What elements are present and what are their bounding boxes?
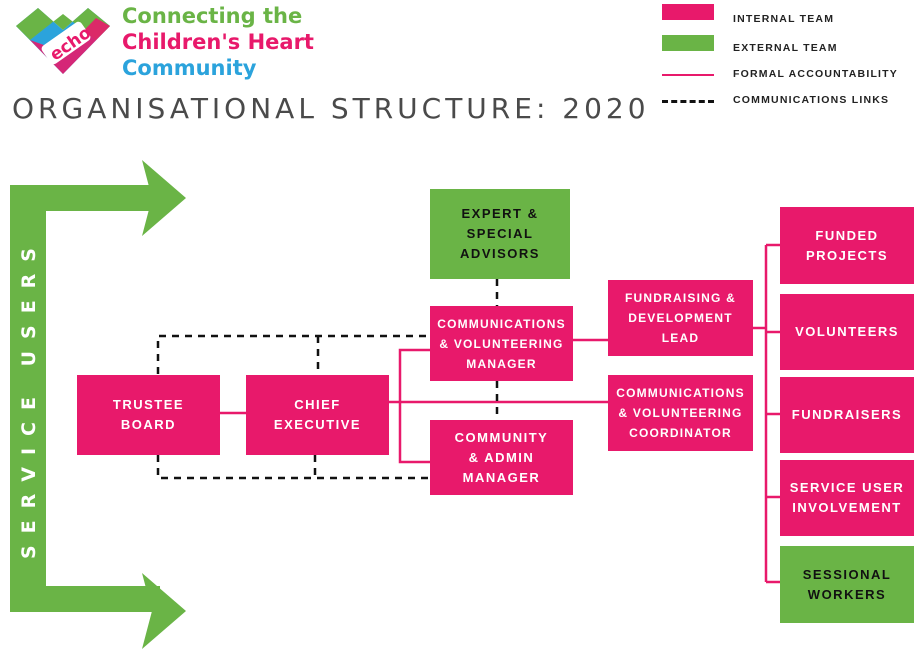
legend-comms-label: COMMUNICATIONS LINKS [733,94,890,106]
legend-external-label: EXTERNAL TEAM [733,42,838,54]
service-users-arrow [10,160,186,649]
comms-manager-box: COMMUNICATIONS & VOLUNTEERING MANAGER [430,306,573,381]
logo-line-3: Community [122,56,257,80]
communications-links [156,279,499,480]
heart-logo-icon [16,8,110,74]
service-users-label: SERVICE USERS [18,236,40,559]
logo: echo [8,4,118,80]
legend-formal-label: FORMAL ACCOUNTABILITY [733,68,898,80]
funded-projects-box: FUNDED PROJECTS [780,207,914,284]
expert-advisors-box: EXPERT & SPECIAL ADVISORS [430,189,570,279]
formal-accountability-lines [220,243,780,584]
legend-formal-line [662,74,714,76]
page-title: ORGANISATIONAL STRUCTURE: 2020 [12,92,650,125]
service-users-text: SERVICE USERS [18,236,40,560]
logo-line-1: Connecting the [122,4,303,28]
comms-coordinator-box: COMMUNICATIONS & VOLUNTEERING COORDINATO… [608,375,753,451]
community-manager-box: COMMUNITY & ADMIN MANAGER [430,420,573,495]
legend-external-swatch [662,35,714,51]
volunteers-box: VOLUNTEERS [780,294,914,370]
service-user-involvement-box: SERVICE USER INVOLVEMENT [780,460,914,536]
trustee-board-box: TRUSTEE BOARD [77,375,220,455]
sessional-workers-box: SESSIONAL WORKERS [780,546,914,623]
legend-internal-label: INTERNAL TEAM [733,13,835,25]
fundraisers-box: FUNDRAISERS [780,377,914,453]
legend-comms-line [662,100,714,103]
logo-line-2: Children's Heart [122,30,314,54]
legend-internal-swatch [662,4,714,20]
chief-executive-box: CHIEF EXECUTIVE [246,375,389,455]
fundraising-lead-box: FUNDRAISING & DEVELOPMENT LEAD [608,280,753,356]
